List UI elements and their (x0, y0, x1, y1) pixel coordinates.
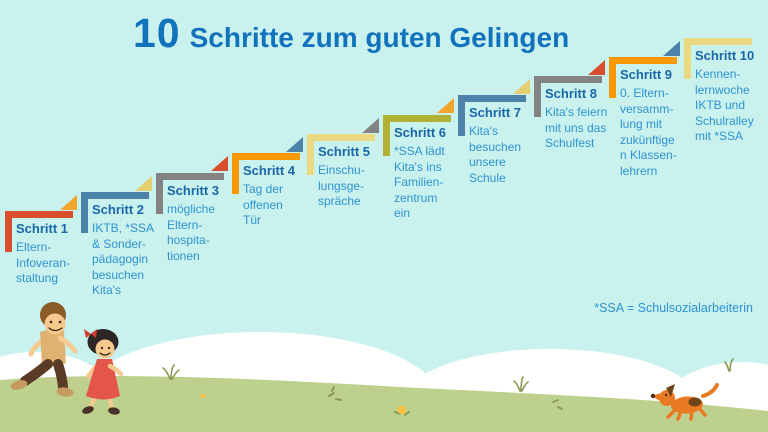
step-description: Einschu- lungsge- spräche (318, 163, 365, 208)
step-flag-icon (663, 41, 680, 56)
step-bracket (534, 76, 602, 117)
step-bracket (156, 173, 224, 214)
step-label: Schritt 10 (695, 48, 755, 63)
page-title: 10 Schritte zum guten Gelingen (133, 10, 569, 57)
step-bracket (609, 57, 677, 98)
step-label: Schritt 4 (243, 163, 296, 178)
step-bracket (81, 192, 149, 233)
step-flag-icon (211, 156, 228, 171)
title-text: Schritte zum guten Gelingen (189, 22, 570, 53)
ssa-footnote: *SSA = Schulsozialarbeiterin (594, 301, 753, 315)
step-description: *SSA lädt Kita's ins Familien- zentrum e… (394, 144, 445, 220)
flower-dot (200, 394, 206, 398)
step-description: Kita's feiern mit uns das Schulfest (545, 105, 608, 150)
step-flag-icon (513, 79, 530, 94)
step-bracket (458, 95, 526, 136)
step-bracket (684, 38, 752, 79)
step-description: Kennen- lernwoche IKTB und Schulralley m… (695, 67, 754, 143)
flower-dot (397, 405, 407, 415)
step-description: Eltern- Infoveran- staltung (16, 240, 71, 285)
step-bracket (5, 211, 73, 252)
step-label: Schritt 2 (92, 202, 145, 217)
boy-figure (10, 302, 78, 397)
step-description: Kita's besuchen unsere Schule (469, 124, 522, 185)
step-flag-icon (362, 118, 379, 133)
step-flag-icon (135, 176, 152, 191)
grass-hill (0, 376, 768, 432)
step-label: Schritt 7 (469, 105, 522, 120)
step-description: 0. Eltern- versamm- lung mit zukünftige … (620, 86, 677, 178)
dog-figure (650, 383, 719, 421)
step-label: Schritt 3 (167, 183, 220, 198)
step-bracket (307, 134, 375, 175)
step-flag-icon (588, 60, 605, 75)
step-description: Tag der offenen Tür (243, 182, 284, 227)
seed-marks (328, 386, 563, 416)
title-number: 10 (133, 10, 181, 56)
step-label: Schritt 5 (318, 144, 371, 159)
step-label: Schritt 9 (620, 67, 673, 82)
step-label: Schritt 1 (16, 221, 69, 236)
step-flag-icon (60, 195, 77, 210)
step-label: Schritt 6 (394, 125, 447, 140)
step-flag-icon (286, 137, 303, 152)
step-bracket (383, 115, 451, 156)
step-flag-icon (437, 98, 454, 113)
step-bracket (232, 153, 300, 194)
step-label: Schritt 8 (545, 86, 598, 101)
grass-tufts (162, 358, 734, 392)
girl-figure (82, 329, 124, 415)
cloud-hills (0, 332, 768, 432)
step-description: IKTB, *SSA & Sonder- pädagogin besuchen … (92, 221, 155, 297)
step-description: mögliche Eltern- hospita- tionen (167, 202, 216, 263)
